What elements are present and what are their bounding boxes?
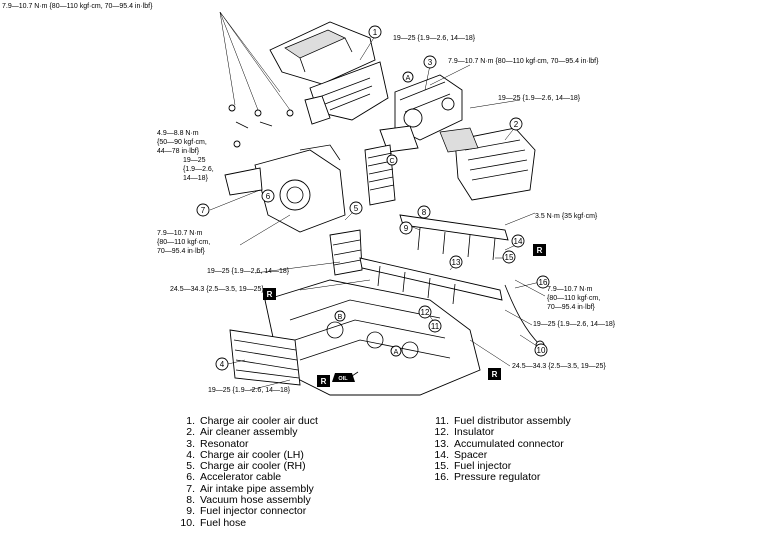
svg-text:1: 1 xyxy=(373,28,378,37)
callout-1: 1 xyxy=(368,25,382,39)
torque-spec-right-line2: {80—110 kgf·cm, xyxy=(547,295,600,302)
svg-text:16: 16 xyxy=(539,278,548,287)
charge-air-cooler-rh xyxy=(364,144,396,206)
torque-spec-right-line1: 7.9—10.7 N·m xyxy=(547,286,593,293)
torque-spec-left3-line3: 70—95.4 in·lbf} xyxy=(157,248,206,255)
charge-air-cooler-lh xyxy=(229,329,301,386)
legend-item: 7.Air intake pipe assembly xyxy=(186,482,314,495)
reference-marker-c: C xyxy=(386,154,398,166)
air-intake-pipe-assembly xyxy=(224,144,363,276)
torque-spec-left-line1: 4.9—8.8 N·m xyxy=(157,130,199,137)
legend-item: 9.Fuel injector connector xyxy=(186,505,307,518)
torque-spec-cooler-lh: 19—25 {1.9—2.6, 14—18} xyxy=(208,387,291,394)
torque-spec-distributor-left: 24.5—34.3 {2.5—3.5, 19—25} xyxy=(170,286,264,293)
svg-text:3: 3 xyxy=(428,58,433,67)
callout-15: 15 xyxy=(502,250,516,264)
svg-text:OIL: OIL xyxy=(338,376,348,382)
fuel-hose xyxy=(504,284,541,346)
svg-text:B: B xyxy=(338,314,343,321)
legend-item: 6.Accelerator cable xyxy=(186,471,282,484)
legend-item: 10.Fuel hose xyxy=(180,516,247,529)
callout-14: 14 xyxy=(511,234,525,248)
torque-spec-injector-connector: 3.5 N·m {35 kgf·cm} xyxy=(535,213,598,220)
svg-text:11: 11 xyxy=(431,322,440,331)
legend-item: 3.Resonator xyxy=(186,437,249,450)
svg-text:R: R xyxy=(321,377,327,386)
torque-spec-left-line3: 44—78 in·lbf} xyxy=(157,148,200,155)
callout-9: 9 xyxy=(399,221,413,235)
oil-can-icon: OIL xyxy=(332,371,359,382)
legend-item: 16.Pressure regulator xyxy=(434,471,541,484)
svg-text:R: R xyxy=(537,246,543,255)
legend-item: 4.Charge air cooler (LH) xyxy=(186,448,304,461)
svg-text:9: 9 xyxy=(404,224,409,233)
torque-spec-left2-line3: 14—18} xyxy=(183,175,209,182)
legend-item: 1.Charge air cooler air duct xyxy=(186,415,318,427)
torque-spec-fuel-hose: 19—25 {1.9—2.6, 14—18} xyxy=(533,321,616,328)
callout-6: 6 xyxy=(261,189,275,203)
legend-item: 14.Spacer xyxy=(434,448,488,461)
torque-spec-left2-line2: {1.9—2.6, xyxy=(183,166,214,173)
fastener-group-top xyxy=(219,11,294,148)
svg-text:4: 4 xyxy=(220,360,225,369)
svg-text:A: A xyxy=(394,349,399,356)
torque-spec-air-cleaner: 7.9—10.7 N·m {80—110 kgf·cm, 70—95.4 in·… xyxy=(448,58,599,65)
torque-spec-left3-line1: 7.9—10.7 N·m xyxy=(157,230,203,237)
callout-11: 11 xyxy=(428,319,442,333)
reference-marker-b: B xyxy=(334,310,346,322)
callout-2: 2 xyxy=(509,117,523,131)
replace-marker: R xyxy=(263,288,276,300)
callout-13: 13 xyxy=(449,255,463,269)
svg-text:C: C xyxy=(389,158,394,165)
callout-7: 7 xyxy=(196,203,210,217)
callout-8: 8 xyxy=(417,205,431,219)
torque-spec-resonator-bolt: 19—25 {1.9—2.6, 14—18} xyxy=(498,95,581,102)
legend-item: 15.Fuel injector xyxy=(434,460,512,473)
svg-text:15: 15 xyxy=(505,253,514,262)
charge-air-cooler-air-duct xyxy=(269,21,389,125)
svg-text:5: 5 xyxy=(354,204,359,213)
callout-10: 10 xyxy=(534,343,548,357)
torque-spec-top-left: 7.9—10.7 N·m {80—110 kgf·cm, 70—95.4 in·… xyxy=(2,3,153,10)
replace-marker: R xyxy=(317,375,330,387)
callout-5: 5 xyxy=(349,201,363,215)
reference-marker-a: A xyxy=(402,71,414,83)
parts-legend-right: 11.Fuel distributor assembly 12.Insulato… xyxy=(432,415,571,484)
svg-text:R: R xyxy=(267,290,273,299)
callout-12: 12 xyxy=(418,305,432,319)
air-cleaner-assembly xyxy=(439,127,536,201)
legend-item: 5.Charge air cooler (RH) xyxy=(186,460,306,473)
legend-item: 8.Vacuum hose assembly xyxy=(186,494,311,507)
callout-16: 16 xyxy=(536,275,550,289)
svg-text:13: 13 xyxy=(452,258,461,267)
callout-3: 3 xyxy=(423,55,437,69)
fuel-distributor-assembly xyxy=(359,214,509,305)
legend-item: 13.Accumulated connector xyxy=(434,437,564,450)
torque-spec-intake-pipe: 19—25 {1.9—2.6, 14—18} xyxy=(207,268,290,275)
legend-item: 12.Insulator xyxy=(434,426,495,439)
replace-marker: R xyxy=(533,244,546,256)
torque-spec-left-line2: {50—90 kgf·cm, xyxy=(157,139,207,146)
torque-spec-left3-line2: {80—110 kgf·cm, xyxy=(157,239,210,246)
parts-legend-left: 1.Charge air cooler air duct 2.Air clean… xyxy=(178,415,318,529)
callout-4: 4 xyxy=(215,357,229,371)
svg-text:10: 10 xyxy=(537,346,546,355)
svg-text:8: 8 xyxy=(422,208,427,217)
svg-text:12: 12 xyxy=(421,308,430,317)
replace-marker: R xyxy=(488,368,501,380)
svg-text:6: 6 xyxy=(266,192,271,201)
torque-spec-right-line3: 70—95.4 in·lbf} xyxy=(547,304,596,311)
exploded-parts-diagram: 7.9—10.7 N·m {80—110 kgf·cm, 70—95.4 in·… xyxy=(2,3,616,396)
torque-spec-resonator-top: 19—25 {1.9—2.6, 14—18} xyxy=(393,35,476,42)
torque-spec-distributor-right: 24.5—34.3 {2.5—3.5, 19—25} xyxy=(512,363,606,370)
legend-item: 2.Air cleaner assembly xyxy=(186,426,298,439)
reference-marker-a: A xyxy=(390,345,402,357)
svg-text:A: A xyxy=(406,75,411,82)
legend-item: 11.Fuel distributor assembly xyxy=(435,415,571,427)
svg-text:14: 14 xyxy=(514,237,523,246)
svg-text:R: R xyxy=(492,370,498,379)
svg-text:7: 7 xyxy=(201,206,206,215)
torque-spec-left2-line1: 19—25 xyxy=(183,157,206,164)
svg-text:2: 2 xyxy=(514,120,519,129)
